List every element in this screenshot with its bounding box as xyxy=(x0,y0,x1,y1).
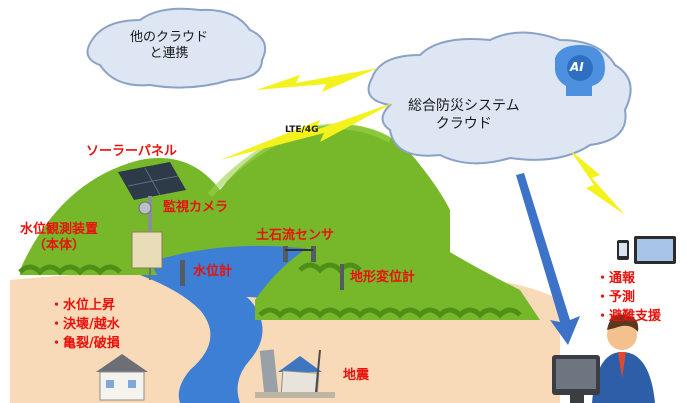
earthquake-label: 地震 xyxy=(343,368,370,383)
device-label-line2: （本体） xyxy=(33,238,86,254)
debris-sensor-icon xyxy=(283,246,316,262)
water-gauge-label: 水位計 xyxy=(193,264,233,279)
cloud-main-line1: 総合防災システム xyxy=(408,98,520,114)
hazard-list: ・水位上昇 ・決壊/越水 ・亀裂/破損 xyxy=(50,297,120,354)
device-label-line1: 水位観測装置 xyxy=(20,222,99,237)
output-item: ・避難支援 xyxy=(596,308,662,324)
hazard-item: ・亀裂/破損 xyxy=(50,335,120,351)
damaged-house-icon xyxy=(255,349,335,398)
cloud-other-line2: と連携 xyxy=(149,46,189,62)
ai-badge: AI xyxy=(570,60,584,74)
cloud-main-line2: クラウド xyxy=(435,115,492,132)
house-icon xyxy=(96,354,148,401)
tablet-icon xyxy=(634,236,676,264)
device-icon xyxy=(131,231,163,280)
hazard-item: ・決壊/越水 xyxy=(50,316,120,332)
terrain-gauge-icon xyxy=(340,264,344,290)
hazard-item: ・水位上昇 xyxy=(50,298,116,313)
river xyxy=(140,275,263,403)
bolt-lte xyxy=(220,102,395,160)
debris-sensor-label: 土石流センサ xyxy=(256,228,335,243)
lte-label: LTE/4G xyxy=(285,125,319,135)
device-label: 水位観測装置 （本体） xyxy=(20,222,98,255)
output-list: ・通報 ・予測 ・避難支援 xyxy=(596,270,661,327)
phone-icon xyxy=(617,240,629,260)
bolt-device xyxy=(570,150,625,215)
cloud-main-label: 総合防災システム クラウド xyxy=(408,98,520,133)
arrow-down xyxy=(516,173,580,345)
camera-icon xyxy=(138,201,152,215)
solar-panel-icon xyxy=(118,162,186,266)
terrain-gauge-label: 地形変位計 xyxy=(350,270,416,285)
output-item: ・予測 xyxy=(596,289,636,305)
right-hill xyxy=(255,225,540,320)
camera-label: 監視カメラ xyxy=(163,200,229,215)
water-gauge-icon xyxy=(180,260,185,286)
cloud-other-line1: 他のクラウド xyxy=(130,30,209,45)
bolt-other xyxy=(256,68,378,92)
operator-icon xyxy=(552,314,655,403)
solar-panel-label: ソーラーパネル xyxy=(86,144,177,159)
cloud-other xyxy=(86,7,266,89)
ai-head-icon xyxy=(555,45,605,96)
cloud-other-label: 他のクラウド と連携 xyxy=(130,30,208,63)
output-item: ・通報 xyxy=(596,271,636,286)
